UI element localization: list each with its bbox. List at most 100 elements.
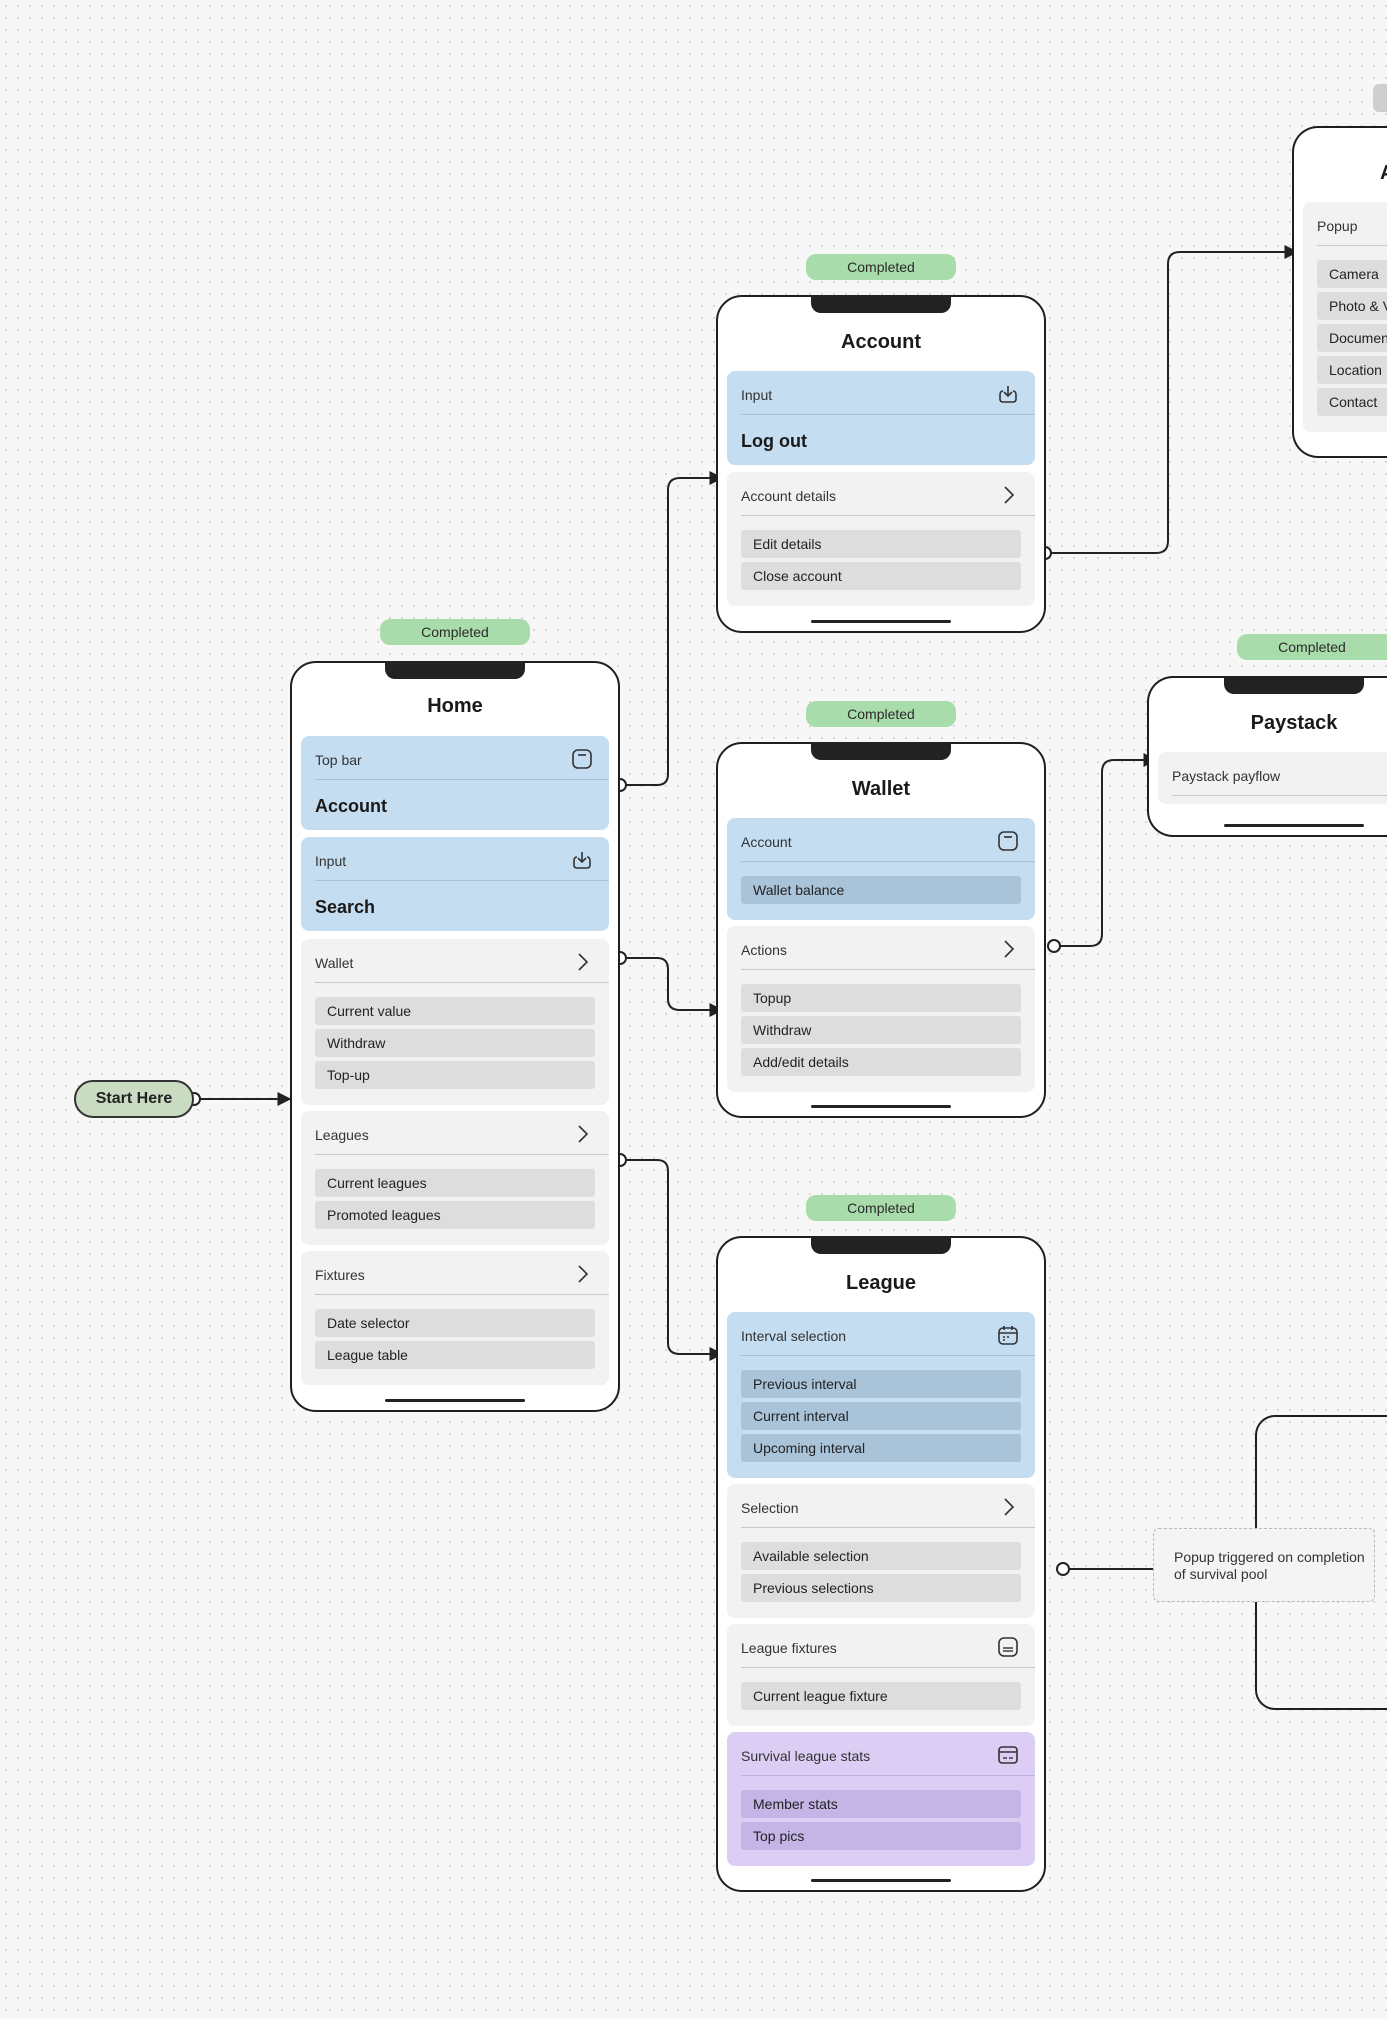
list-item[interactable]: Camera <box>1317 260 1387 288</box>
list-item[interactable]: Current interval <box>741 1402 1021 1430</box>
list-item[interactable]: Current value <box>315 997 595 1025</box>
section-divider <box>315 1294 609 1295</box>
list-item[interactable]: Add/edit details <box>741 1048 1021 1076</box>
section-divider <box>1172 795 1387 796</box>
connector-home-account <box>620 471 724 786</box>
square-icon <box>998 831 1018 851</box>
section-wallet[interactable]: Wallet Current value Withdraw Top-up <box>301 939 609 1105</box>
section-input[interactable]: Input Search <box>301 837 609 931</box>
section-interval-selection[interactable]: Interval selection Previous interval Cur… <box>727 1312 1035 1478</box>
list-item[interactable]: Current league fixture <box>741 1682 1021 1710</box>
download-icon <box>999 386 1017 403</box>
home-status-badge: Completed <box>380 619 530 645</box>
section-big-label: Account <box>315 796 387 816</box>
section-actions[interactable]: Actions Topup Withdraw Add/edit details <box>727 926 1035 1092</box>
wallet-status-badge: Completed <box>806 701 956 727</box>
section-label: Wallet <box>315 955 354 971</box>
chevron-right-icon <box>1004 486 1015 504</box>
screen-title: League <box>845 1272 917 1294</box>
league-screen[interactable]: League Interval selection Previous inter… <box>716 1236 1046 1892</box>
screen-title: Home <box>427 695 483 717</box>
list-item[interactable]: Previous interval <box>741 1370 1021 1398</box>
section-label: Input <box>741 387 773 403</box>
paystack-screen[interactable]: Paystack Paystack payflow <box>1147 676 1387 837</box>
download-icon <box>573 852 591 869</box>
chevron-right-icon <box>1004 940 1015 958</box>
list-item[interactable]: Withdraw <box>315 1029 595 1057</box>
screen-title: A <box>1380 162 1387 185</box>
list-item[interactable]: Photo & V <box>1317 292 1387 320</box>
list-item[interactable]: Location <box>1317 356 1387 384</box>
screen-title: Paystack <box>1250 712 1338 734</box>
connector-account-popup <box>1045 245 1299 554</box>
list-item[interactable]: Date selector <box>315 1309 595 1337</box>
popup-screen[interactable]: A Popup Camera Photo & V Documen Locatio… <box>1292 126 1387 458</box>
chevron-right-icon <box>1004 1498 1015 1516</box>
section-popup[interactable]: Popup Camera Photo & V Documen Location … <box>1303 202 1387 432</box>
section-league-fixtures[interactable]: League fixtures Current league fixture <box>727 1624 1035 1726</box>
list-item[interactable]: Wallet balance <box>741 876 1021 904</box>
list-item[interactable]: Promoted leagues <box>315 1201 595 1229</box>
section-divider <box>741 1775 1035 1776</box>
section-leagues[interactable]: Leagues Current leagues Promoted leagues <box>301 1111 609 1245</box>
section-input[interactable]: Input Log out <box>727 371 1035 465</box>
section-fixtures[interactable]: Fixtures Date selector League table <box>301 1251 609 1385</box>
list-item[interactable]: Top-up <box>315 1061 595 1089</box>
section-label: Fixtures <box>315 1267 365 1283</box>
account-screen[interactable]: Account Input Log out Account details Ed… <box>716 295 1046 633</box>
edge-tab <box>1373 84 1387 112</box>
section-label: Interval selection <box>741 1328 847 1344</box>
list-item[interactable]: League table <box>315 1341 595 1369</box>
section-account-details[interactable]: Account details Edit details Close accou… <box>727 472 1035 606</box>
chevron-right-icon <box>578 1125 589 1143</box>
chevron-right-icon <box>578 1265 589 1283</box>
list-item[interactable]: Upcoming interval <box>741 1434 1021 1462</box>
section-label: Paystack payflow <box>1172 768 1281 784</box>
port-wallet <box>1047 939 1061 953</box>
section-divider <box>741 1355 1035 1356</box>
list-item[interactable]: Current leagues <box>315 1169 595 1197</box>
league-status-badge: Completed <box>806 1195 956 1221</box>
section-label: Leagues <box>315 1127 369 1143</box>
home-indicator <box>385 1399 525 1402</box>
home-screen[interactable]: Home Top bar Account Input Search Wallet… <box>290 661 620 1412</box>
connector-home-league <box>620 1159 724 1361</box>
connector-wallet-paystack <box>1054 753 1158 947</box>
section-selection[interactable]: Selection Available selection Previous s… <box>727 1484 1035 1618</box>
list-item[interactable]: Member stats <box>741 1790 1021 1818</box>
home-indicator <box>811 1879 951 1882</box>
account-status-badge: Completed <box>806 254 956 280</box>
section-label: League fixtures <box>741 1640 837 1656</box>
port-league <box>1056 1562 1070 1576</box>
phone-notch <box>811 295 951 313</box>
chevron-right-icon <box>578 953 589 971</box>
list-item[interactable]: Contact <box>1317 388 1387 416</box>
list-item[interactable]: Withdraw <box>741 1016 1021 1044</box>
list-item[interactable]: Previous selections <box>741 1574 1021 1602</box>
section-survival-league-stats[interactable]: Survival league stats Member stats Top p… <box>727 1732 1035 1866</box>
start-node[interactable]: Start Here <box>74 1080 194 1118</box>
section-divider <box>315 779 609 780</box>
list-item[interactable]: Close account <box>741 562 1021 590</box>
calendar-icon <box>998 1326 1018 1345</box>
list-item[interactable]: Top pics <box>741 1822 1021 1850</box>
list-item[interactable]: Available selection <box>741 1542 1021 1570</box>
home-indicator <box>1224 824 1364 827</box>
annotation-note: Popup triggered on completion of surviva… <box>1153 1528 1375 1602</box>
wallet-screen[interactable]: Wallet Account Wallet balance Actions To… <box>716 742 1046 1118</box>
section-top-bar[interactable]: Top bar Account <box>301 736 609 830</box>
section-label: Account details <box>741 488 836 504</box>
section-label: Survival league stats <box>741 1748 871 1764</box>
section-label: Account <box>741 834 792 850</box>
section-divider <box>315 880 609 881</box>
list-item[interactable]: Topup <box>741 984 1021 1012</box>
home-indicator <box>811 1105 951 1108</box>
list-item[interactable]: Edit details <box>741 530 1021 558</box>
list-item[interactable]: Documen <box>1317 324 1387 352</box>
paystack-status-badge: Completed <box>1237 634 1387 660</box>
section-divider <box>315 982 609 983</box>
section-label: Popup <box>1317 218 1358 234</box>
section-account[interactable]: Account Wallet balance <box>727 818 1035 920</box>
section-divider <box>741 414 1035 415</box>
section-paystack-payflow[interactable]: Paystack payflow <box>1158 752 1387 804</box>
